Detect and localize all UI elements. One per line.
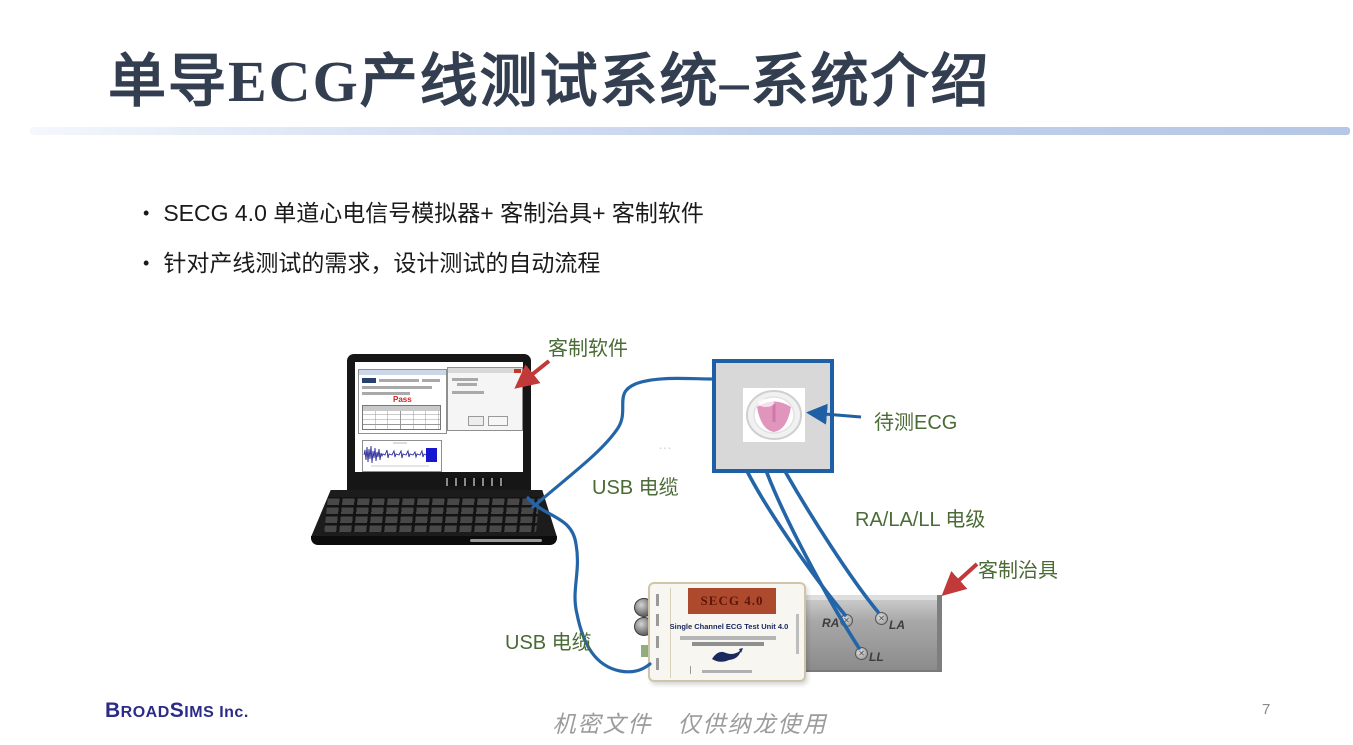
port-label-placeholder [656,658,659,670]
terminal-screw-ll: ✕ [855,647,868,660]
label-usb-cable-bottom: USB 电缆 [505,632,592,654]
mark-placeholder [690,666,691,674]
terminal-label-ll: LL [869,650,884,664]
company-brand: BROADSIMS Inc. [105,699,249,723]
window-titlebar [359,370,446,375]
text-line-placeholder [702,670,752,673]
pass-status-text: Pass [393,395,412,404]
side-label-placeholder [796,614,799,654]
slide-title: 单导ECG产线测试系统–系统介绍 [108,49,991,114]
panel-divider [670,588,671,678]
device-banner: SECG 4.0 [688,588,776,614]
laptop-screen: Pass [355,362,523,472]
brand-part: S [169,699,185,722]
dut-enclosure-box [712,359,834,473]
custom-fixture: RA ✕ ✕ LA ✕ LL [805,595,942,672]
port-label-placeholder [656,636,659,648]
bullet-marker: • [143,203,150,223]
secg-test-unit: SECG 4.0 Single Channel ECG Test Unit 4.… [648,582,806,682]
laptop-hinge-vents [446,478,504,486]
bullet-marker: • [143,253,150,273]
terminal-label-ra: RA [822,616,840,630]
text-line-placeholder [692,642,764,646]
text-line-placeholder [362,392,410,395]
terminal-screw-ra: ✕ [840,614,853,627]
laptop-keyboard [324,497,540,532]
text-line-placeholder [379,379,419,382]
port-label-placeholder [656,614,659,626]
bullet-item: • 针对产线测试的需求，设计测试的自动流程 [143,248,600,278]
device-subtitle: Single Channel ECG Test Unit 4.0 [669,622,789,631]
label-custom-fixture: 客制治具 [978,560,1058,582]
page-number: 7 [1262,701,1271,718]
brand-part: B [105,699,121,722]
results-table [362,405,441,430]
ecg-waveform [363,442,437,467]
dialog-titlebar [448,368,522,373]
title-underline [30,127,1350,135]
test-app-window: Pass [358,369,447,434]
confidential-watermark: 机密文件 仅供纳龙使用 [552,712,828,737]
brand-part: IMS [184,704,215,721]
terminal-label-la: LA [889,618,905,632]
fixture-arrow [941,562,979,597]
text-line-placeholder [362,386,432,389]
text-line-placeholder [457,383,477,386]
close-icon [514,369,521,373]
text-line-placeholder [452,391,484,394]
text-line-placeholder [422,379,440,382]
bullet-text: SECG 4.0 单道心电信号模拟器+ 客制治具+ 客制软件 [163,200,704,226]
dialog-window [447,367,523,431]
brand-part: Inc. [214,704,249,721]
label-custom-software: 客制软件 [548,338,628,360]
ecg-waveform-panel [362,440,442,472]
dialog-button [488,416,508,426]
bullet-text: 针对产线测试的需求，设计测试的自动流程 [163,250,601,276]
whale-logo [712,648,743,662]
app-logo [362,378,376,383]
dialog-button [468,416,484,426]
faint-ellipsis-mark: … [658,436,673,452]
label-dut-ecg: 待测ECG [874,412,958,434]
terminal-screw-la: ✕ [875,612,888,625]
laptop-front-slot [470,539,542,542]
dut-photo [743,388,805,442]
waveform-cursor-block [426,448,437,462]
label-electrodes: RA/LA/LL 电级 [855,509,986,531]
bullet-item: • SECG 4.0 单道心电信号模拟器+ 客制治具+ 客制软件 [143,198,704,228]
brand-part: ROAD [120,704,170,721]
laptop-front-edge [311,536,557,545]
text-line-placeholder [680,636,776,640]
device-banner-text: SECG 4.0 [700,593,764,608]
port-label-placeholder [656,594,659,606]
label-usb-cable-top: USB 电缆 [592,477,679,499]
ecg-device-icon [746,390,802,440]
text-line-placeholder [452,378,478,381]
